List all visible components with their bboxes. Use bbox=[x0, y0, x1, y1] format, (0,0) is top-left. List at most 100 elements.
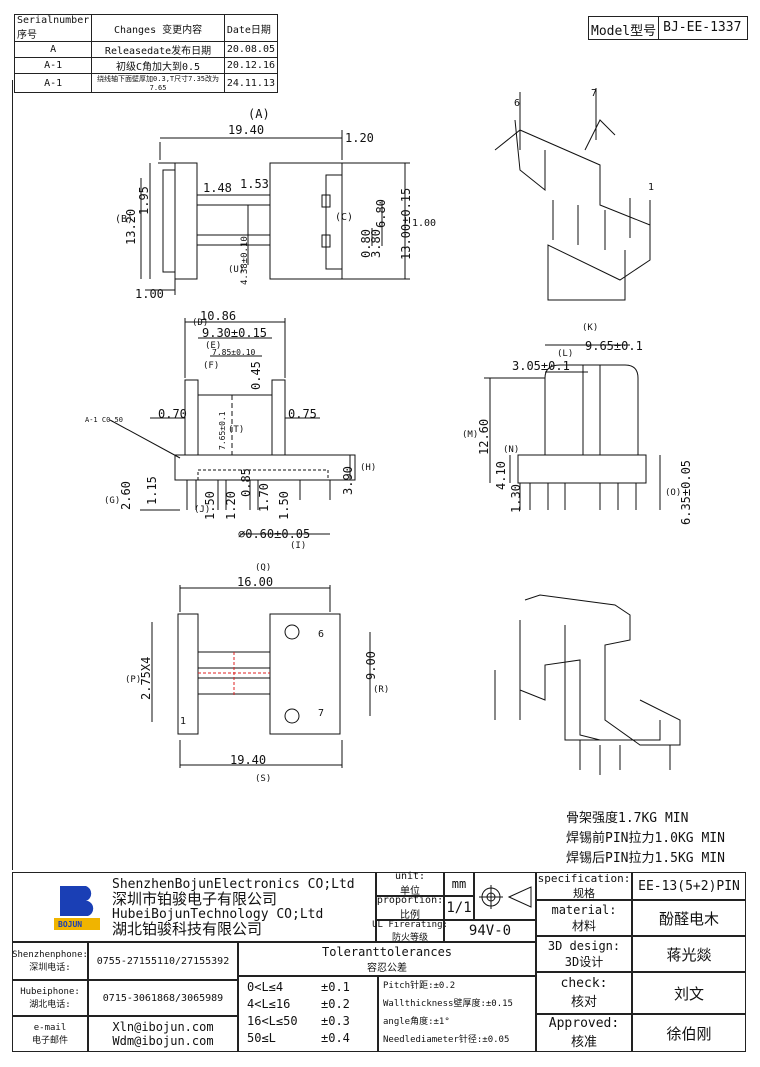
dim-text: (H) bbox=[360, 463, 376, 473]
pin-label: 7 bbox=[591, 88, 597, 99]
dim-text: (G) bbox=[104, 496, 120, 506]
dim-text: 13.00±0.15 bbox=[399, 188, 413, 260]
company-name-en-2: HubeiBojunTechnology CO;Ltd bbox=[112, 907, 324, 922]
hb-phone-label: Hubeiphone: 湖北电话: bbox=[12, 980, 88, 1016]
dim-text: 1.53 bbox=[240, 177, 269, 191]
dim-text: 13.20 bbox=[124, 209, 138, 245]
projection-symbol-icon bbox=[474, 872, 536, 920]
sz-phone-label: Shenzhenphone: 深圳电话: bbox=[12, 942, 88, 980]
model-value: BJ-EE-1337 bbox=[663, 20, 742, 35]
company-logo-icon bbox=[54, 886, 100, 930]
email-label: e-mail 电子邮件 bbox=[12, 1016, 88, 1052]
pin-label: 6 bbox=[514, 98, 520, 109]
note-line: 焊锡后PIN拉力1.5KG MIN bbox=[566, 851, 725, 866]
dim-text: 1.48 bbox=[203, 181, 232, 195]
table-row: A-1 绕线轴下面壁厚加0.3,T尺寸7.35改为7.65 24.11.13 bbox=[13, 73, 279, 93]
unit-value: mm bbox=[444, 872, 474, 896]
email-2[interactable]: Wdm@ibojun.com bbox=[112, 1034, 214, 1048]
company-name-cn-2: 湖北铂骏科技有限公司 bbox=[112, 920, 263, 938]
tolerance-extra-item: angle角度:±1° bbox=[383, 1017, 450, 1027]
tolerance-subtitle: 容忍公差 bbox=[367, 962, 407, 974]
model-label: Model型号 bbox=[589, 17, 660, 39]
pin-label: 1 bbox=[648, 182, 654, 193]
dim-text: (F) bbox=[203, 361, 219, 371]
tolerance-range: 0<L≤4 bbox=[247, 980, 284, 994]
tolerance-ranges: 0<L≤4 ±0.1 4<L≤16 ±0.2 16<L≤50 ±0.3 50≤L… bbox=[238, 976, 378, 1052]
dim-text: 3.05±0.1 bbox=[512, 359, 570, 373]
drawing-frame bbox=[12, 80, 747, 870]
dim-text: 0.85 bbox=[239, 468, 253, 497]
dim-text: (L) bbox=[557, 349, 573, 359]
dim-text: 1.30 bbox=[509, 484, 523, 513]
dim-text: (Q) bbox=[255, 563, 271, 573]
dim-text: 9.00 bbox=[364, 651, 378, 680]
dim-text: 1.50 bbox=[203, 491, 217, 520]
proportion-label: proportion: 比例 bbox=[376, 895, 444, 921]
logo-text: BOJUN bbox=[58, 920, 83, 929]
dim-text: (U) bbox=[228, 265, 244, 275]
pin-label: 6 bbox=[318, 629, 324, 640]
dim-text: (N) bbox=[503, 445, 519, 455]
tolerance-value: ±0.1 bbox=[321, 980, 350, 994]
sz-phone-value: 0755-27155110/27155392 bbox=[88, 942, 238, 980]
company-area bbox=[12, 872, 376, 942]
check-value: 刘文 bbox=[632, 972, 746, 1014]
tolerance-extra-item: Wallthickness壁厚度:±0.15 bbox=[383, 999, 513, 1009]
dim-text: (T) bbox=[228, 425, 244, 435]
dim-text: (P) bbox=[125, 675, 141, 685]
dim-text: 1.00 bbox=[135, 287, 164, 301]
proportion-value: 1/1 bbox=[444, 896, 474, 920]
tolerance-range: 50≤L bbox=[247, 1031, 276, 1045]
dim-text: 7.85±0.10 bbox=[212, 348, 256, 357]
dim-text: 0.75 bbox=[288, 407, 317, 421]
design-value: 蒋光燚 bbox=[632, 936, 746, 972]
ul-value: 94V-0 bbox=[444, 920, 536, 942]
dim-text: 6.35±0.05 bbox=[679, 460, 693, 525]
approved-value: 徐伯刚 bbox=[632, 1014, 746, 1052]
dim-text: (A) bbox=[248, 107, 270, 121]
dim-text: 12.60 bbox=[477, 419, 491, 455]
dim-text: 4.10 bbox=[494, 461, 508, 490]
company-name-cn-1: 深圳市铂骏电子有限公司 bbox=[112, 890, 278, 908]
email-values: Xln@ibojun.com Wdm@ibojun.com bbox=[88, 1016, 238, 1052]
tolerance-header: Toleranttolerances 容忍公差 bbox=[238, 942, 536, 976]
dim-text: 19.40 bbox=[230, 753, 266, 767]
spec-label: specification: 规格 bbox=[536, 871, 632, 900]
dim-text: ⌀0.60±0.05 bbox=[238, 527, 310, 541]
dim-text: (J) bbox=[194, 505, 210, 515]
technical-drawings: (A) 19.40 1.20 1.48 1.53 (B) (C) 1.00 (U… bbox=[85, 88, 693, 784]
dim-text: (C) bbox=[335, 212, 353, 223]
hb-phone-value: 0715-3061868/3065989 bbox=[88, 980, 238, 1016]
dim-text: 0.45 bbox=[249, 361, 263, 390]
dim-text: 2.60 bbox=[119, 481, 133, 510]
dim-text: (I) bbox=[290, 541, 306, 551]
tolerance-title: Toleranttolerances bbox=[321, 944, 453, 959]
rev-header-date: Date日期 bbox=[223, 14, 279, 42]
dim-text: 9.30±0.15 bbox=[202, 326, 267, 340]
dim-text: 6.80 bbox=[374, 199, 388, 228]
note-line: 骨架强度1.7KG MIN bbox=[566, 811, 689, 826]
dim-text: (O) bbox=[665, 488, 681, 498]
ul-label: UL Firerating: 防火等级 bbox=[372, 919, 448, 943]
model-box: Model型号 BJ-EE-1337 bbox=[588, 16, 748, 40]
email-1[interactable]: Xln@ibojun.com bbox=[112, 1020, 214, 1034]
tolerance-value: ±0.2 bbox=[321, 997, 350, 1011]
front-view-drawing bbox=[109, 318, 356, 535]
dim-text: 3.90 bbox=[341, 466, 355, 495]
dim-text: 4.38±0.10 bbox=[240, 236, 250, 285]
company-name-en-1: ShenzhenBojunElectronics CO;Ltd bbox=[112, 877, 355, 892]
rev-header-changes: Changes 变更内容 bbox=[91, 14, 225, 42]
dim-text: (S) bbox=[255, 774, 271, 784]
dim-text: (K) bbox=[582, 323, 598, 333]
table-row: A-1 初级C角加大到0.5 20.12.16 bbox=[13, 57, 279, 74]
material-label: material: 材料 bbox=[536, 900, 632, 936]
dim-text: 1.20 bbox=[224, 491, 238, 520]
right-view-drawing bbox=[484, 344, 661, 510]
dim-text: 7.65±0.1 bbox=[218, 411, 227, 450]
dim-text: 10.86 bbox=[200, 309, 236, 323]
dim-text: 0.70 bbox=[158, 407, 187, 421]
dim-text: (D) bbox=[192, 318, 208, 328]
dim-text: 0.80 bbox=[359, 229, 373, 258]
dim-text: 1.00 bbox=[412, 218, 436, 229]
revision-table: Serialnumber序号 Changes 变更内容 Date日期 A Rel… bbox=[13, 14, 279, 93]
